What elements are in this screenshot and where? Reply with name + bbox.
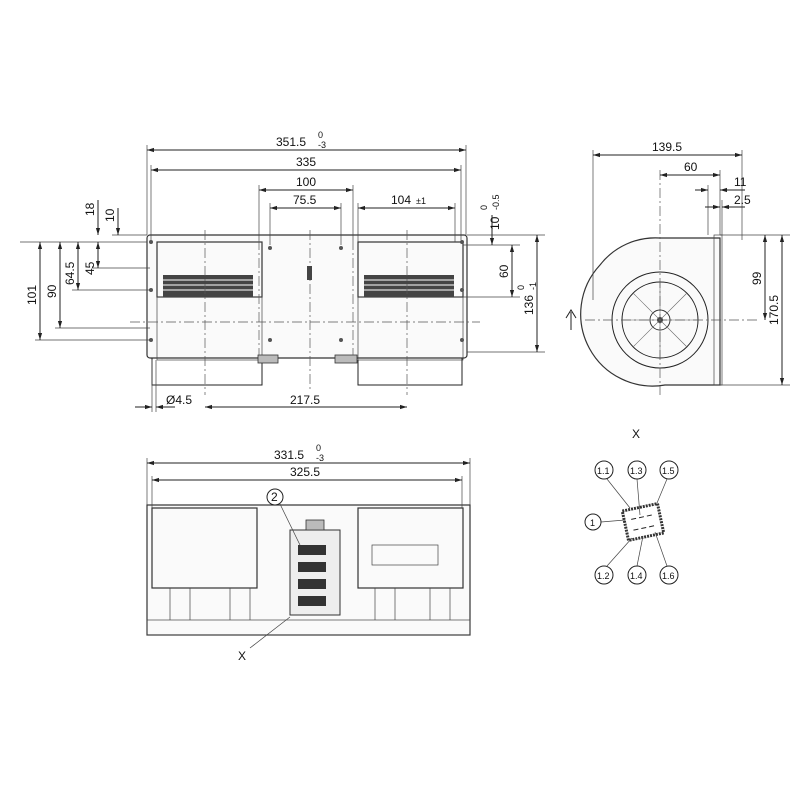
front-view: 351.5 0 -3 335 100 75.5 104 ±1 101 90 64… bbox=[20, 130, 545, 412]
pin-callout-1-3: 1.3 bbox=[627, 460, 647, 480]
dim-height-tol-lower: -1 bbox=[528, 282, 538, 290]
detail-label-x: X bbox=[238, 649, 246, 663]
pin-callout-1-4: 1.4 bbox=[627, 565, 647, 585]
pin-label: 1.5 bbox=[662, 466, 675, 476]
dim-height-tol-upper: 0 bbox=[516, 285, 526, 290]
connector-detail-title: X bbox=[632, 427, 640, 441]
pin-label: 1.1 bbox=[597, 466, 610, 476]
dim-top-offset: 10 bbox=[488, 216, 502, 230]
dim-center-span: 100 bbox=[296, 175, 316, 189]
dim-height: 136 bbox=[522, 295, 536, 315]
dim-101: 101 bbox=[25, 285, 39, 305]
pin-callout-1-1: 1.1 bbox=[594, 460, 614, 480]
dim-wheel-span: 217.5 bbox=[290, 393, 320, 407]
dim-axis-height: 99 bbox=[750, 271, 764, 285]
dim-outlet-height: 60 bbox=[497, 264, 511, 278]
item-label-2: 2 bbox=[271, 490, 278, 504]
pin-label: 1.4 bbox=[630, 571, 643, 581]
pin-callout-1-5: 1.5 bbox=[659, 460, 679, 480]
dim-hole-span: 75.5 bbox=[293, 193, 317, 207]
rotation-arrow-icon bbox=[565, 309, 577, 330]
pin-label: 1 bbox=[590, 518, 595, 528]
dim-outlet-tol: ±1 bbox=[416, 196, 426, 206]
dim-top-tol-lower: -0.5 bbox=[491, 194, 501, 210]
dim-45: 45 bbox=[83, 261, 97, 275]
connector-detail: X 1.1 1.3 1.5 1 1.2 1.4 1.6 bbox=[584, 427, 679, 585]
dim-bottom-tol-upper: 0 bbox=[316, 443, 321, 453]
dim-total-height: 170.5 bbox=[767, 295, 781, 325]
dim-bottom-tol-lower: -3 bbox=[316, 453, 324, 463]
dim-bottom-inner: 325.5 bbox=[290, 465, 320, 479]
pin-callout-1: 1 bbox=[584, 513, 602, 531]
pin-label: 1.2 bbox=[597, 571, 610, 581]
side-view: 139.5 60 11 2.5 99 170.5 bbox=[565, 140, 790, 395]
dim-depth: 139.5 bbox=[652, 140, 682, 154]
bottom-view: 331.5 0 -3 325.5 2 X bbox=[146, 443, 471, 663]
dim-tol-upper: 0 bbox=[318, 130, 323, 140]
pin-label: 1.3 bbox=[630, 466, 643, 476]
dim-inner-width: 335 bbox=[296, 155, 316, 169]
dim-hole-dia: Ø4.5 bbox=[166, 393, 192, 407]
pin-label: 1.6 bbox=[662, 571, 675, 581]
dim-18: 18 bbox=[83, 202, 97, 216]
dim-flange-11: 11 bbox=[734, 175, 747, 189]
dim-bottom-overall: 331.5 bbox=[274, 448, 304, 462]
dim-flange-2-5: 2.5 bbox=[734, 193, 751, 207]
dim-top-tol-upper: 0 bbox=[479, 205, 489, 210]
dim-overall-width: 351.5 bbox=[276, 135, 306, 149]
dim-10: 10 bbox=[103, 208, 117, 222]
dim-64-5: 64.5 bbox=[63, 261, 77, 285]
dim-outlet-depth: 60 bbox=[684, 160, 698, 174]
dim-90: 90 bbox=[45, 284, 59, 298]
dim-outlet-width: 104 bbox=[391, 193, 411, 207]
dim-tol-lower: -3 bbox=[318, 140, 326, 150]
pin-callout-1-6: 1.6 bbox=[659, 565, 679, 585]
pin-callout-1-2: 1.2 bbox=[594, 565, 614, 585]
